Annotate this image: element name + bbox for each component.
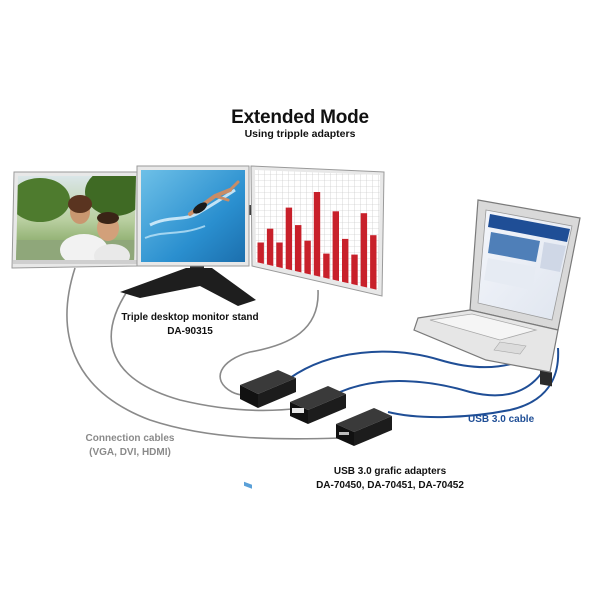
adapter-vga — [240, 370, 296, 489]
usb-graphic-adapters — [240, 370, 392, 489]
usb-cable-3 — [387, 347, 560, 419]
screen-bar — [323, 253, 330, 282]
connection-cable-middle — [110, 289, 301, 412]
screen-bar — [313, 192, 321, 280]
screen-bar — [257, 242, 264, 269]
screen-bar — [342, 238, 349, 285]
usb-cable-2 — [339, 349, 554, 397]
screen-bar — [360, 213, 368, 289]
screen-bar — [266, 228, 274, 271]
stand-crossbar — [130, 205, 370, 215]
screen-bar — [276, 242, 283, 272]
usb-cable-label: USB 3.0 cable — [468, 414, 535, 425]
adapters-label: USB 3.0 grafic adapters DA-70450, DA-704… — [290, 465, 490, 493]
stand-label-name: Triple desktop monitor stand — [121, 312, 259, 323]
adapter-dvi — [290, 386, 346, 424]
laptop-touchpad — [493, 341, 527, 355]
laptop-keyboard — [429, 313, 538, 341]
connection-cable-left — [66, 267, 341, 440]
stand-label-model: DA-90315 — [167, 326, 213, 337]
monitor-left — [11, 171, 141, 269]
diagram-subtitle: Using tripple adapters — [244, 128, 356, 140]
screen-bar — [370, 235, 377, 290]
screen-bar — [351, 254, 358, 287]
laptop — [413, 199, 581, 387]
adapter-hdmi — [336, 408, 392, 446]
screen-bar-chart — [257, 192, 377, 290]
screen-bar — [332, 211, 339, 284]
stand-base — [120, 268, 256, 306]
stand-label: Triple desktop monitor stand DA-90315 — [100, 311, 280, 339]
photo-swimmer — [188, 180, 240, 216]
screen-bar — [304, 240, 311, 278]
connection-cables-label: Connection cables (VGA, DVI, HDMI) — [60, 432, 200, 460]
monitor-middle — [136, 165, 250, 267]
screen-bar — [285, 207, 293, 274]
adapters-label-models: DA-70450, DA-70451, DA-70452 — [316, 480, 464, 491]
screen-bar — [295, 225, 302, 276]
adapters-label-name: USB 3.0 grafic adapters — [333, 466, 447, 477]
monitor-right — [250, 165, 385, 297]
connection-cables-label-types: (VGA, DVI, HDMI) — [89, 447, 171, 458]
connection-cables-label-name: Connection cables — [85, 433, 175, 444]
diagram-title: Extended Mode — [231, 107, 369, 128]
laptop-website — [484, 214, 570, 387]
